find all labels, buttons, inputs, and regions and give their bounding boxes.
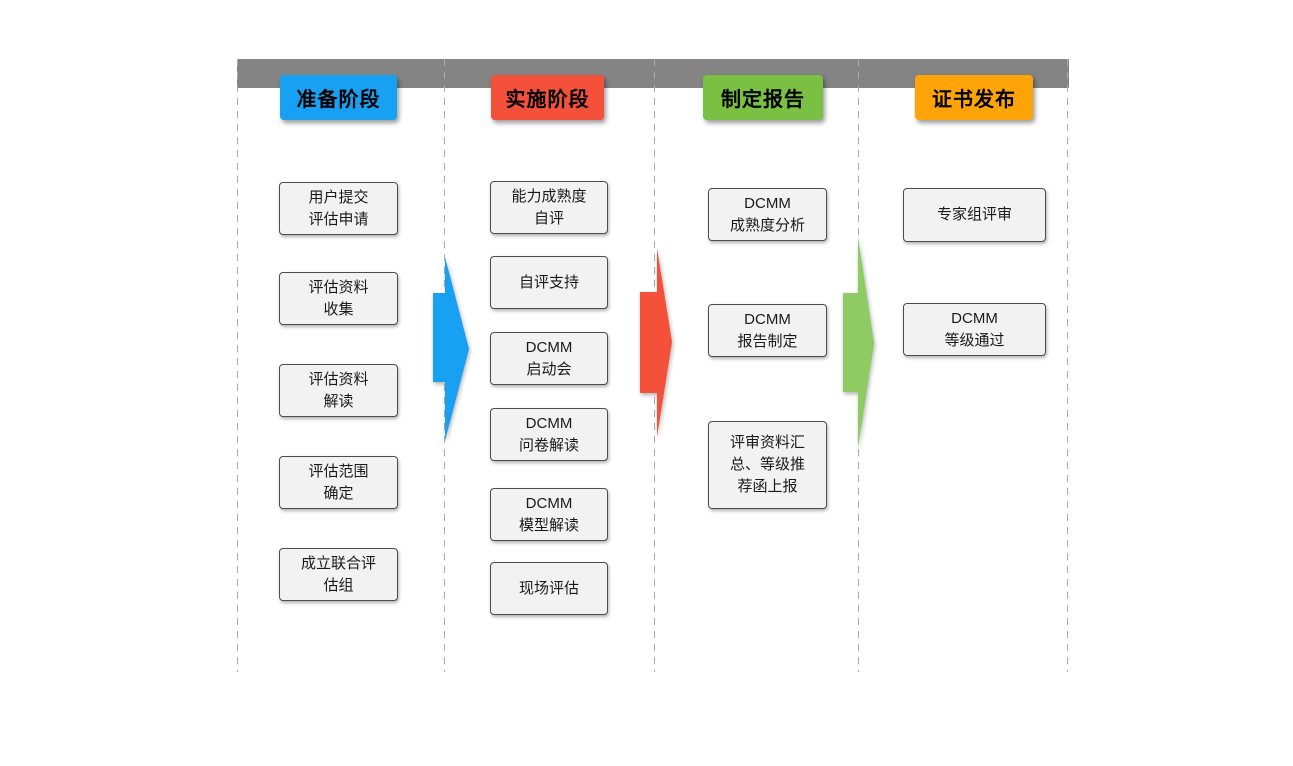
column-separator: [1067, 59, 1068, 672]
right-arrow-icon: [640, 248, 672, 437]
step-box: 评估范围 确定: [279, 456, 398, 509]
step-box: 评估资料 收集: [279, 272, 398, 325]
step-box: 评审资料汇 总、等级推 荐函上报: [708, 421, 827, 509]
step-box: DCMM 启动会: [490, 332, 608, 385]
step-box: 自评支持: [490, 256, 608, 309]
step-box: DCMM 问卷解读: [490, 408, 608, 461]
step-box: 能力成熟度 自评: [490, 181, 608, 234]
phase-header-preparation: 准备阶段: [280, 75, 397, 120]
phase-header-implementation: 实施阶段: [491, 75, 604, 120]
step-box: DCMM 模型解读: [490, 488, 608, 541]
step-box: DCMM 成熟度分析: [708, 188, 827, 241]
step-box: 评估资料 解读: [279, 364, 398, 417]
column-separator: [858, 59, 859, 672]
step-box: 用户提交 评估申请: [279, 182, 398, 235]
step-box: 成立联合评 估组: [279, 548, 398, 601]
column-separator: [654, 59, 655, 672]
step-box: DCMM 报告制定: [708, 304, 827, 357]
column-separator: [237, 59, 238, 672]
step-box: DCMM 等级通过: [903, 303, 1046, 356]
right-arrow-icon: [433, 257, 469, 441]
column-separator: [444, 59, 445, 672]
step-box: 现场评估: [490, 562, 608, 615]
phase-header-certificate: 证书发布: [915, 75, 1033, 120]
phase-header-report: 制定报告: [703, 75, 823, 120]
step-box: 专家组评审: [903, 188, 1046, 242]
